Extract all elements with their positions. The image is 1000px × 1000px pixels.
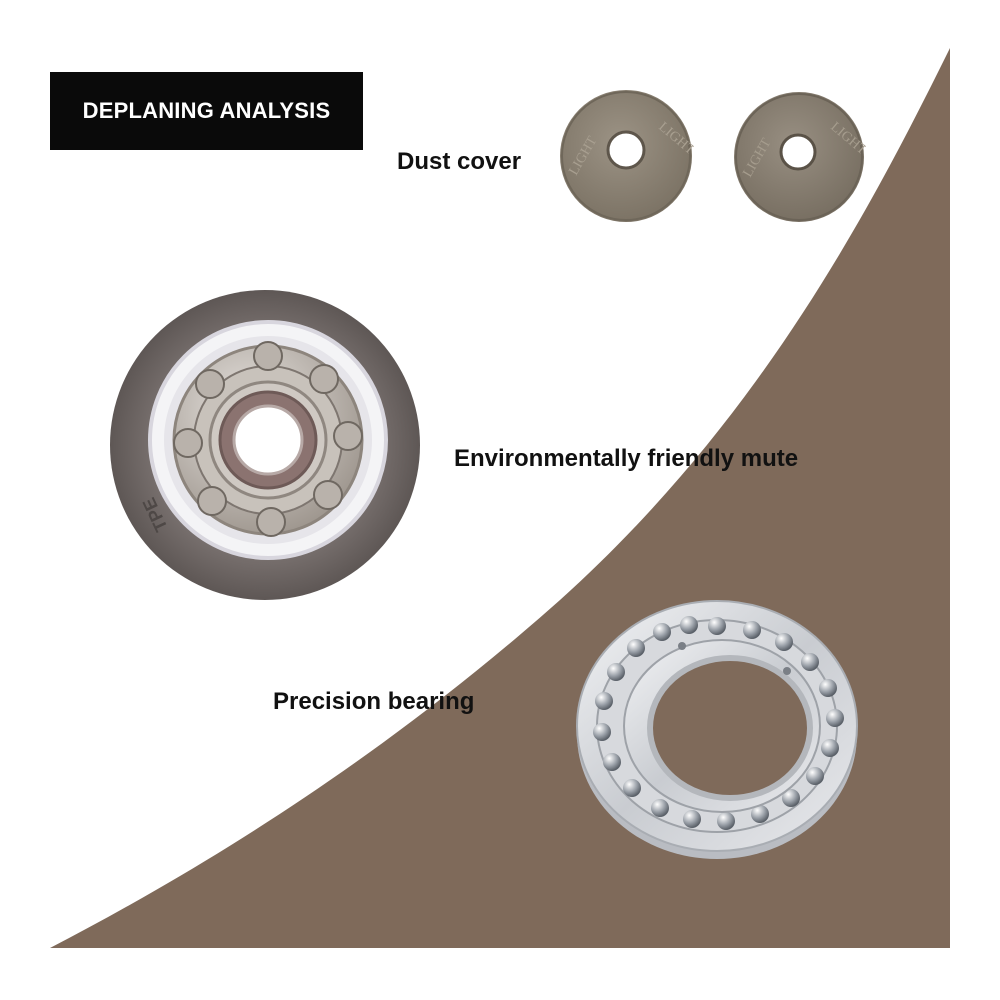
page-title: DEPLANING ANALYSIS (82, 98, 331, 123)
dust-cover-image-right: LIGHT LIGHT (734, 92, 866, 222)
title-banner: DEPLANING ANALYSIS (50, 72, 363, 150)
mute-wheel-image: TPE (110, 290, 420, 600)
precision-bearing-label: Precision bearing (273, 688, 475, 715)
dust-cover-image-left: LIGHT LIGHT (560, 90, 694, 222)
mute-label: Environmentally friendly mute (454, 445, 799, 472)
dust-cover-label: Dust cover (397, 148, 522, 175)
precision-bearing-image (576, 600, 858, 859)
